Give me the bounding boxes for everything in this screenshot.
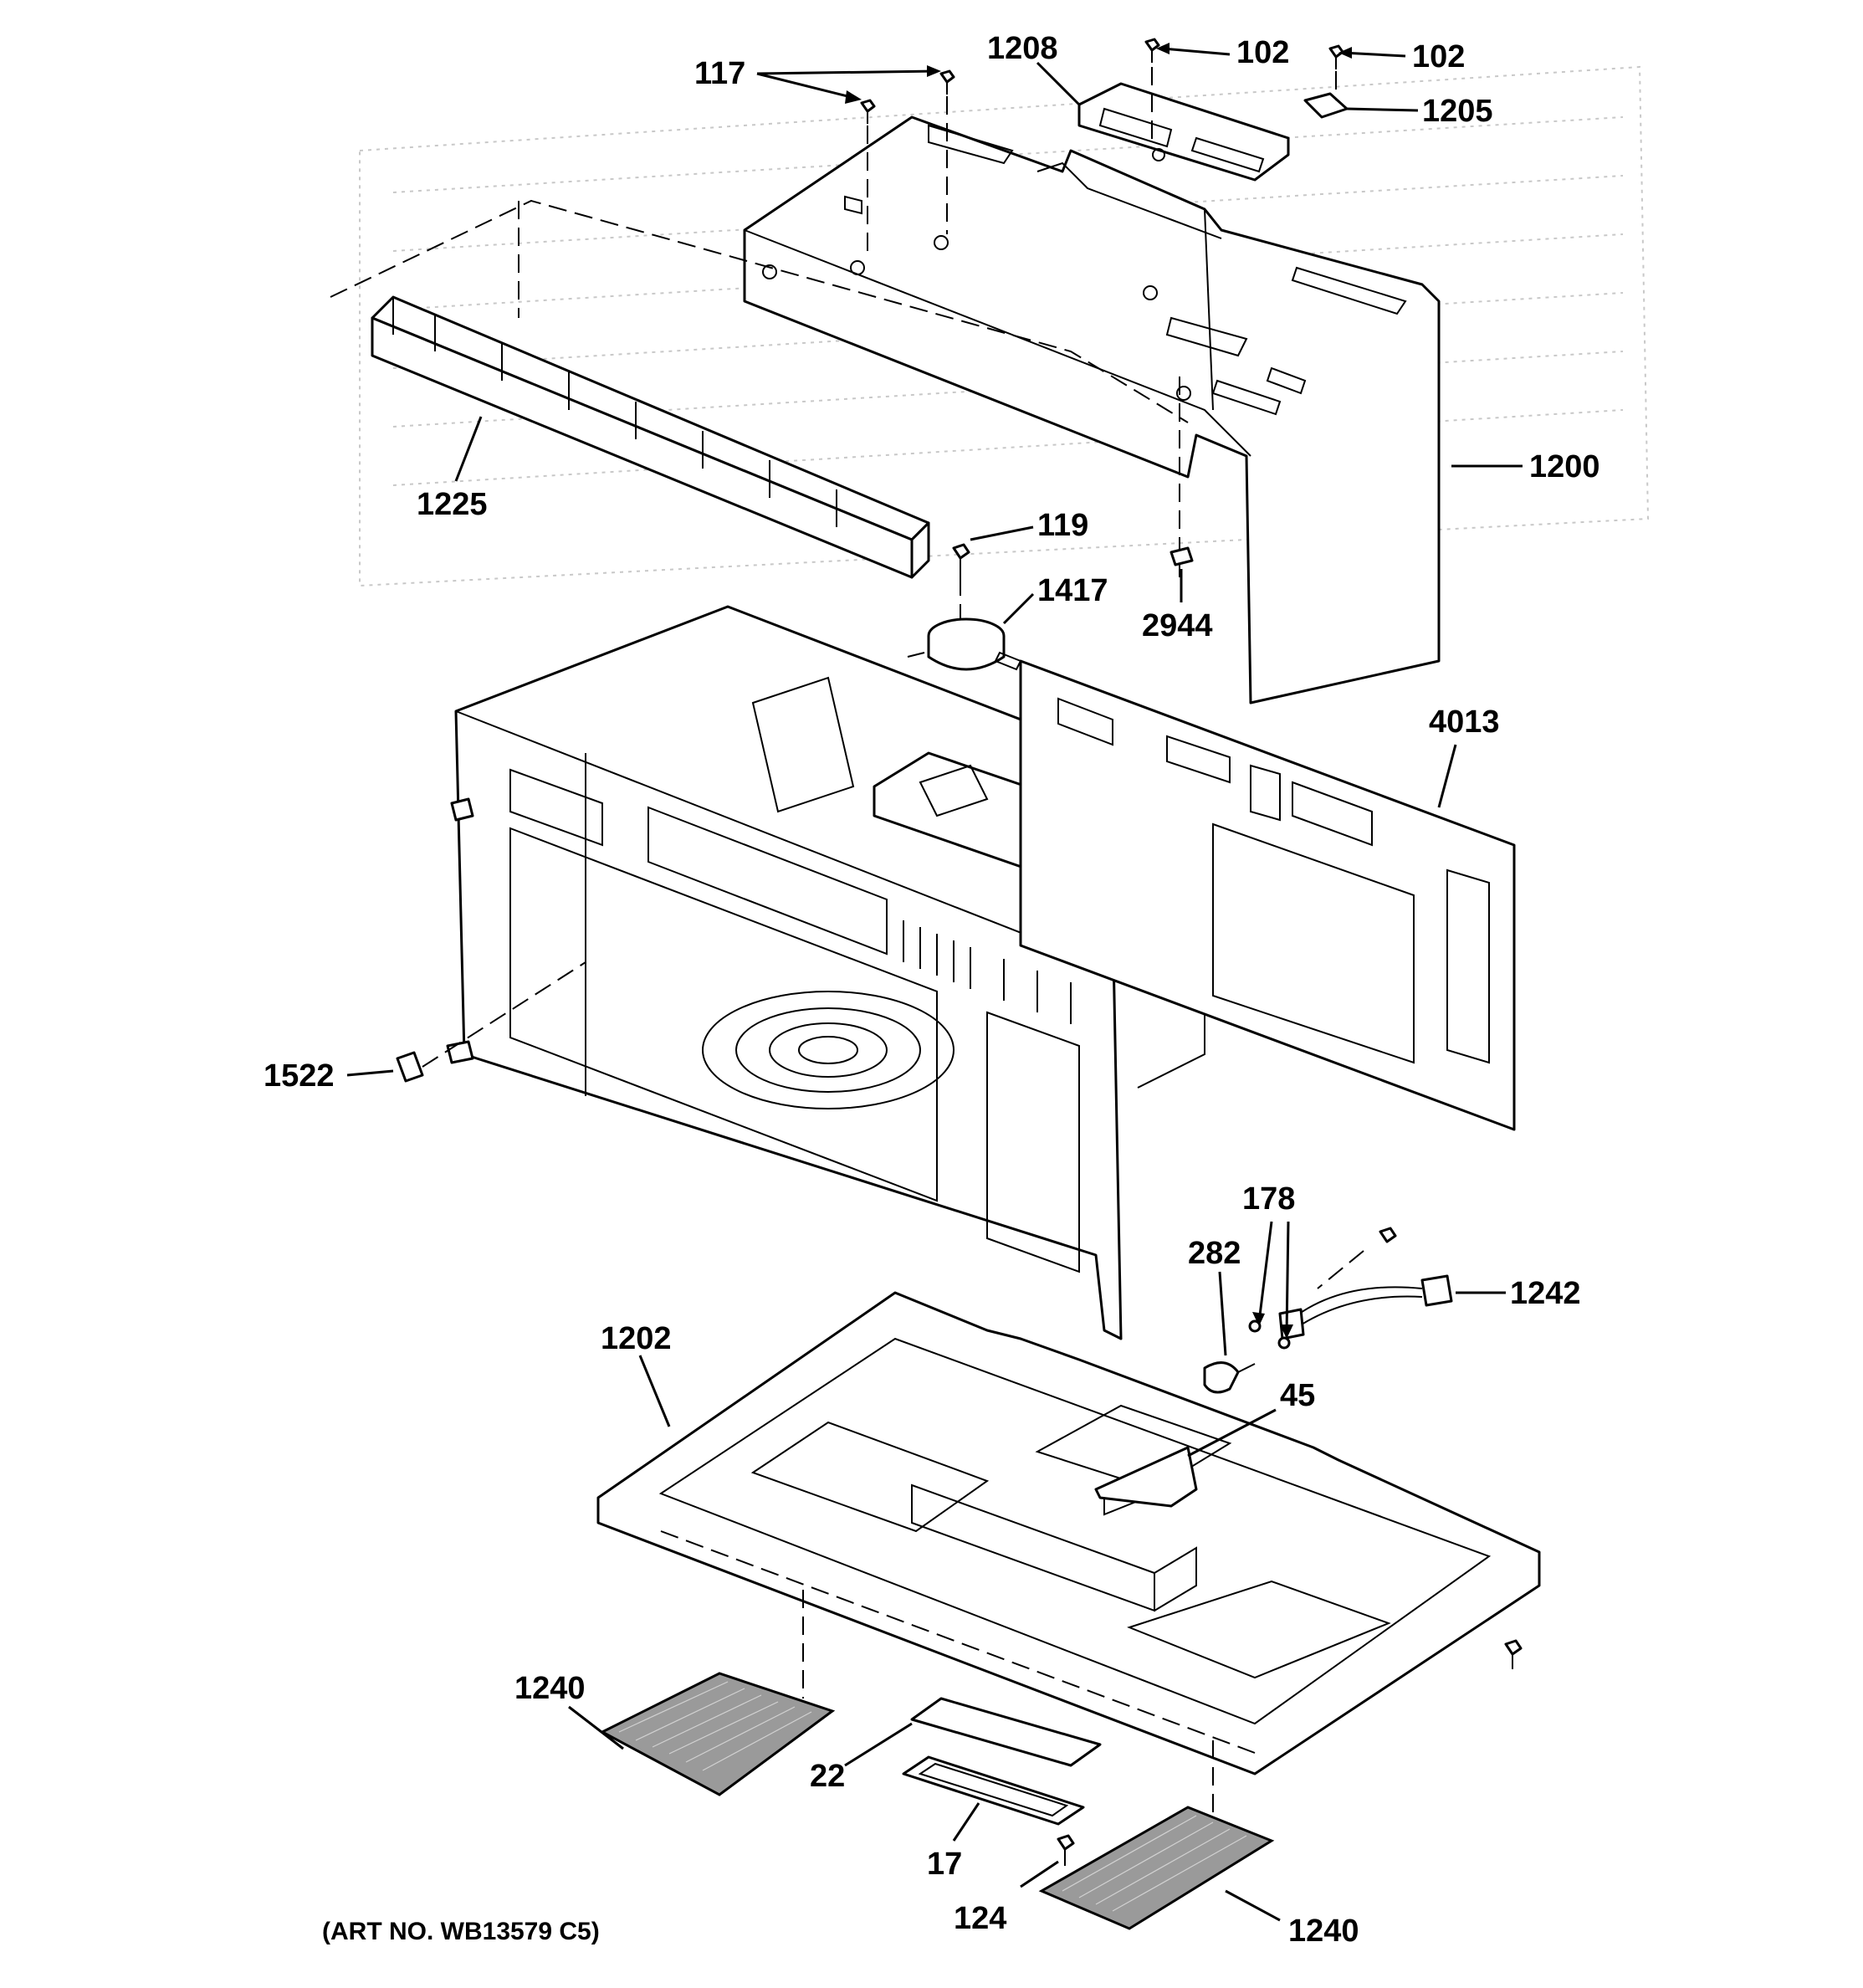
leader-lines (346, 47, 1523, 1922)
screw-124 (1057, 1834, 1075, 1866)
callout-1205: 1205 (1422, 94, 1493, 129)
fuse-282 (1203, 1361, 1256, 1394)
callout-1242: 1242 (1510, 1276, 1581, 1311)
callout-17: 17 (927, 1847, 962, 1882)
callout-119: 119 (1037, 508, 1088, 543)
bracket-1208 (1077, 82, 1290, 182)
vent-grille-1225 (371, 295, 930, 579)
light-lens-22 (910, 1697, 1102, 1767)
callout-4013: 4013 (1429, 705, 1500, 740)
screws-178 (1248, 1227, 1397, 1350)
callout-1522: 1522 (264, 1058, 335, 1094)
backplate-4013 (1019, 659, 1516, 1131)
outer-case-1200 (743, 115, 1441, 705)
bracket-45 (1094, 1446, 1198, 1508)
background-shading (359, 65, 1650, 587)
grease-filter-1240-left (599, 1672, 836, 1796)
callout-124: 124 (954, 1901, 1006, 1936)
light-frame-17 (902, 1755, 1085, 1826)
callout-2944: 2944 (1142, 608, 1213, 643)
callout-1202: 1202 (601, 1321, 672, 1356)
screw-bottom-right (1504, 1639, 1523, 1669)
callout-178: 178 (1242, 1181, 1295, 1217)
callout-1200: 1200 (1529, 449, 1600, 484)
thermostat-1417 (907, 617, 1022, 671)
latch-1522 (396, 961, 586, 1083)
callout-102: 102 (1412, 39, 1465, 74)
screws-top (860, 38, 1344, 124)
callout-1240: 1240 (1288, 1914, 1359, 1949)
clip-2944 (1169, 546, 1194, 566)
callout-117: 117 (694, 56, 745, 91)
grease-filter-1240-right (1038, 1806, 1275, 1930)
harness-1242 (1278, 1274, 1453, 1340)
callout-1240: 1240 (514, 1671, 586, 1706)
art-number: (ART NO. WB13579 C5) (322, 1918, 600, 1945)
leader-arrowheads (845, 43, 1352, 1339)
callout-1208: 1208 (987, 31, 1058, 66)
bottom-plate-1202 (596, 1291, 1541, 1841)
callout-102: 102 (1236, 35, 1289, 70)
callout-22: 22 (810, 1759, 845, 1794)
alignment-lines-top (330, 67, 1337, 577)
callout-1225: 1225 (417, 487, 488, 522)
callout-1417: 1417 (1037, 573, 1108, 608)
callout-282: 282 (1188, 1236, 1241, 1271)
bracket-1205 (1303, 92, 1349, 119)
callout-45: 45 (1280, 1378, 1315, 1413)
